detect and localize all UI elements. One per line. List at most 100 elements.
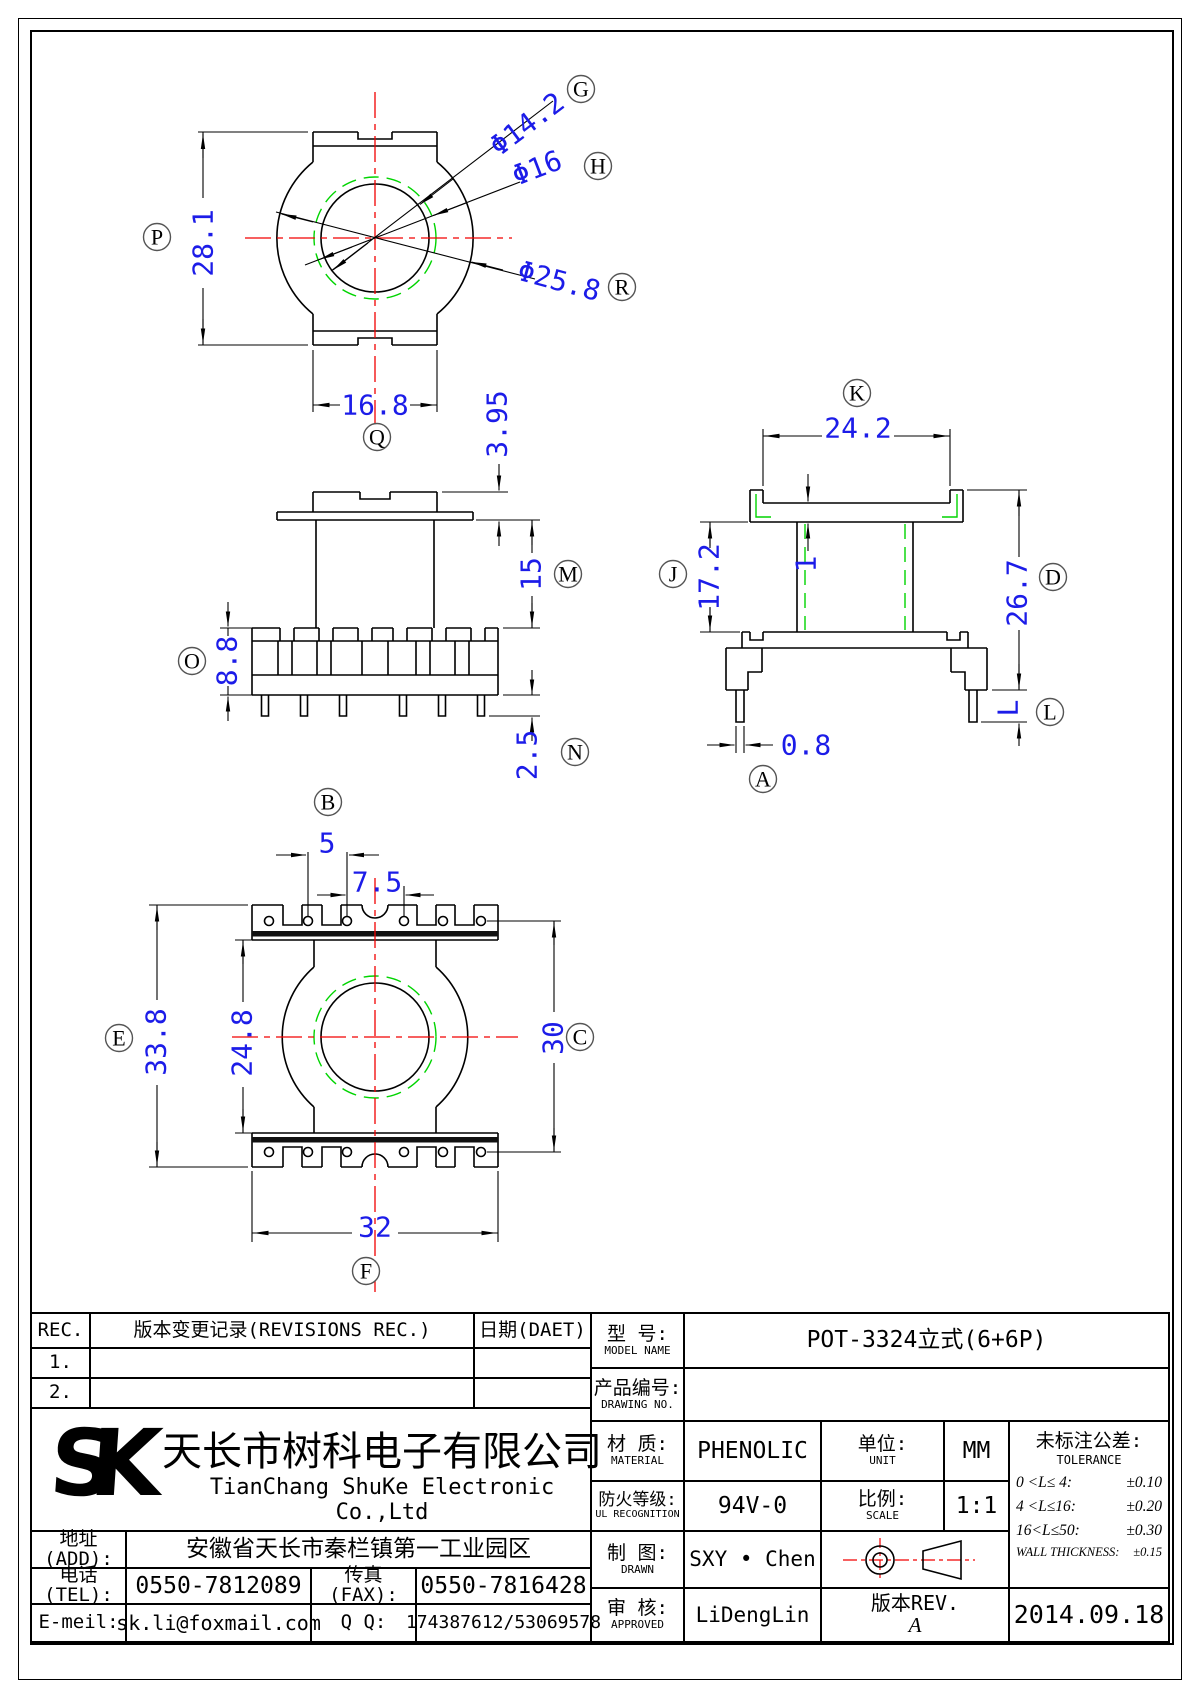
balloon-p: P — [142, 222, 172, 252]
svg-text:P: P — [151, 225, 163, 250]
email-value: sk.li@foxmail.com — [116, 1603, 321, 1643]
company-name-cn: 天长市树科电子有限公司 — [162, 1429, 602, 1475]
dim-L: L — [992, 700, 1025, 717]
drawn-label: 制 图: DRAWN — [590, 1530, 685, 1589]
tolerance-block: 未标注公差: TOLERANCE 0 <L≤ 4: ±0.10 4 <L≤16:… — [1008, 1420, 1170, 1589]
dim-5: 5 — [319, 827, 336, 860]
tolerance-row-wall: WALL THICKNESS: ±0.15 — [1016, 1545, 1162, 1560]
material-label: 材 质: MATERIAL — [590, 1420, 685, 1482]
model-value: POT-3324立式(6+6P) — [683, 1312, 1170, 1369]
address-label: 地址(ADD): — [30, 1529, 127, 1569]
svg-text:E: E — [112, 1026, 125, 1051]
qq-value: 174387612/53069578 — [406, 1603, 601, 1643]
balloon-g: G — [566, 74, 596, 104]
dim-15: 15 — [515, 557, 548, 591]
company-name-en: TianChang ShuKe Electronic Co.,Ltd — [209, 1475, 555, 1525]
dim-16-8: 16.8 — [341, 389, 408, 422]
company-logo: SK — [46, 1410, 140, 1517]
drawing-views: Φ14.2 Φ16 Φ25.8 28.1 16.8 G H R P Q — [104, 74, 1068, 1292]
svg-text:K: K — [849, 381, 865, 406]
balloon-d: D — [1038, 562, 1068, 592]
svg-text:D: D — [1045, 565, 1061, 590]
balloon-q: Q — [362, 422, 392, 452]
projection-symbol — [820, 1530, 1010, 1589]
balloon-r: R — [607, 272, 637, 302]
dim-3-95: 3.95 — [481, 390, 514, 457]
qq-label: Q Q: — [310, 1603, 417, 1643]
dim-26-7: 26.7 — [1001, 559, 1034, 626]
first-angle-projection-icon — [843, 1537, 975, 1582]
tolerance-row: 0 <L≤ 4: ±0.10 — [1016, 1474, 1162, 1491]
svg-text:B: B — [321, 790, 336, 815]
side-view: 24.2 17.2 1 26.7 L 0.8 K J D L A — [658, 378, 1068, 794]
revision-cell: 版本REV. A — [820, 1587, 1010, 1643]
dim-0-8: 0.8 — [781, 729, 832, 762]
svg-text:N: N — [567, 740, 583, 765]
balloon-c: C — [565, 1022, 595, 1052]
fax-label: 传真(FAX): — [310, 1565, 417, 1605]
tolerance-title-en: TOLERANCE — [1056, 1453, 1122, 1467]
email-label: E-meil: — [30, 1603, 127, 1643]
tel-value: 0550-7812089 — [125, 1567, 312, 1605]
svg-text:M: M — [558, 562, 578, 587]
revision-row1-date — [473, 1347, 592, 1379]
dim-24-8: 24.8 — [226, 1009, 259, 1076]
revision-row2-record — [89, 1377, 475, 1409]
revision-row2-no: 2. — [30, 1377, 91, 1409]
svg-text:J: J — [669, 562, 678, 587]
model-label: 型 号: MODEL NAME — [590, 1312, 685, 1369]
svg-text:H: H — [590, 154, 606, 179]
dim-2-5: 2.5 — [511, 730, 544, 781]
scale-label: 比例: SCALE — [820, 1480, 945, 1532]
inner-border — [30, 30, 1174, 1645]
tel-label: 电话(TEL): — [30, 1565, 127, 1605]
balloon-l: L — [1035, 697, 1065, 727]
approved-label: 审 核: APPROVED — [590, 1587, 685, 1643]
svg-text:O: O — [184, 649, 200, 674]
front-view: 3.95 15 8.8 2.5 M O N — [177, 390, 590, 781]
balloon-f: F — [351, 1256, 381, 1286]
fire-rating-value: 94V-0 — [683, 1480, 822, 1532]
svg-text:L: L — [1043, 700, 1056, 725]
date-value: 2014.09.18 — [1008, 1587, 1170, 1643]
svg-text:A: A — [755, 767, 771, 792]
fire-rating-label: 防火等级: UL RECOGNITION — [590, 1480, 685, 1532]
tolerance-row: 16<L≤50: ±0.30 — [1016, 1522, 1162, 1540]
fax-value: 0550-7816428 — [415, 1567, 592, 1605]
balloon-e: E — [104, 1023, 134, 1053]
revision-header-date: 日期(DAET) — [473, 1312, 592, 1349]
revision-header-rec: REC. — [30, 1312, 91, 1349]
material-value: PHENOLIC — [683, 1420, 822, 1482]
revision-row2-date — [473, 1377, 592, 1409]
dim-24-2: 24.2 — [824, 412, 891, 445]
bottom-view: 5 7.5 33.8 24.8 30 32 B E C F — [104, 787, 595, 1292]
balloon-j: J — [658, 559, 688, 589]
dim-phi25-8: Φ25.8 — [514, 254, 604, 308]
dim-28-1: 28.1 — [187, 209, 220, 276]
dim-32: 32 — [358, 1211, 392, 1244]
unit-value: MM — [943, 1420, 1010, 1482]
scale-value: 1:1 — [943, 1480, 1010, 1532]
revision-value: A — [908, 1613, 922, 1638]
approved-value: LiDengLin — [683, 1587, 822, 1643]
revision-header-record: 版本变更记录(REVISIONS REC.) — [89, 1312, 475, 1349]
balloon-o: O — [177, 646, 207, 676]
tolerance-title-cn: 未标注公差: — [1035, 1430, 1143, 1452]
balloon-a: A — [748, 764, 778, 794]
top-view: Φ14.2 Φ16 Φ25.8 28.1 16.8 G H R P Q — [142, 74, 637, 452]
company-block: SK 天长市树科电子有限公司 TianChang ShuKe Electroni… — [30, 1407, 602, 1532]
balloon-n: N — [560, 737, 590, 767]
dim-30: 30 — [537, 1021, 570, 1055]
unit-label: 单位: UNIT — [820, 1420, 945, 1482]
drawing-no-value — [683, 1367, 1170, 1422]
tolerance-row: 4 <L≤16: ±0.20 — [1016, 1498, 1162, 1516]
balloon-k: K — [842, 378, 872, 408]
svg-text:R: R — [615, 275, 630, 300]
svg-text:G: G — [573, 77, 589, 102]
svg-text:C: C — [573, 1025, 588, 1050]
dim-8-8: 8.8 — [211, 636, 244, 687]
dim-17-2: 17.2 — [693, 543, 726, 610]
balloon-m: M — [553, 559, 583, 589]
drawn-value: SXY • Chen — [683, 1530, 822, 1589]
